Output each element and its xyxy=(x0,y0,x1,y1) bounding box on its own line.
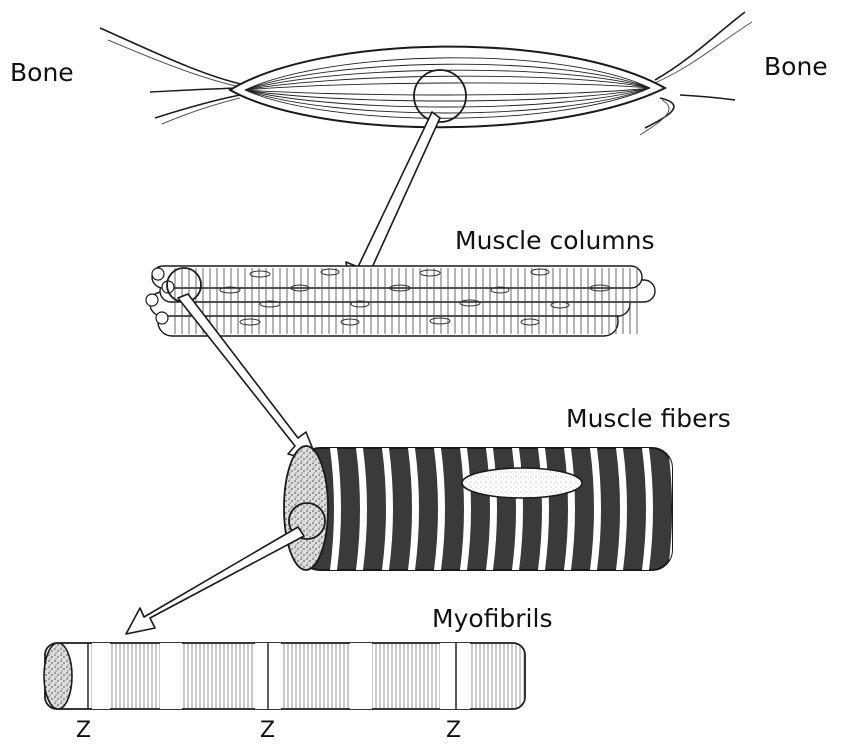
muscle-fiber xyxy=(284,446,679,570)
arrow-fiber-to-myofibril xyxy=(126,527,304,634)
myofibrils-label: Myofibrils xyxy=(432,604,552,633)
myofibril xyxy=(44,643,525,709)
z-line-label-1: Z xyxy=(76,718,91,743)
muscle-fibers-label: Muscle fibers xyxy=(566,404,731,433)
z-line-label-2: Z xyxy=(260,718,275,743)
bone-right-label: Bone xyxy=(764,52,828,81)
muscle-columns-bundle xyxy=(146,266,655,336)
muscle-columns-label: Muscle columns xyxy=(455,226,655,255)
bone-left-label: Bone xyxy=(10,58,74,87)
z-line-label-3: Z xyxy=(446,718,461,743)
whole-muscle xyxy=(100,12,752,135)
nucleus xyxy=(462,468,582,498)
